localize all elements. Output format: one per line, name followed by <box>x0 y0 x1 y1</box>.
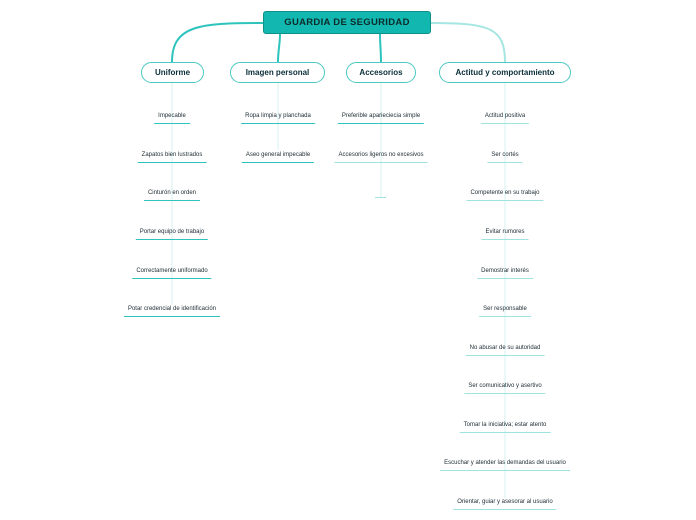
branch-accesorios[interactable]: Accesorios <box>346 62 416 83</box>
leaf-credencial[interactable]: Potar credencial de identificación <box>123 306 221 317</box>
leaf-apariencia-simple[interactable]: Preferible aparieciecia simple <box>337 113 425 124</box>
branch-imagen-personal[interactable]: Imagen personal <box>230 62 325 83</box>
leaf-evitar-rumores[interactable]: Evitar rumores <box>481 229 529 240</box>
leaf-tomar-iniciativa[interactable]: Tomar la iniciativa; estar atento <box>459 422 551 433</box>
leaf-impecable[interactable]: Impecable <box>154 113 190 124</box>
leaf-no-abusar-autoridad[interactable]: No abusar de su autoridad <box>465 345 545 356</box>
connector-root-accesorios <box>379 33 382 63</box>
leaf-comunicativo-asertivo[interactable]: Ser comunicativo y asertivo <box>464 383 546 394</box>
connector-root-imagen <box>277 33 281 63</box>
leaf-actitud-positiva[interactable]: Actitud positiva <box>480 113 530 124</box>
branch-uniforme[interactable]: Uniforme <box>141 62 204 83</box>
leaf-ser-cortes[interactable]: Ser cortés <box>487 152 523 163</box>
leaf-equipo-trabajo[interactable]: Portar equipo de trabajo <box>135 229 209 240</box>
root-node-title[interactable]: GUARDIA DE SEGURIDAD <box>263 11 431 34</box>
leaf-escuchar-atender[interactable]: Escuchar y atender las demandas del usua… <box>440 460 570 471</box>
leaf-demostrar-interes[interactable]: Demostrar interés <box>477 268 533 279</box>
leaf-accesorios-ligeros[interactable]: Accesorios ligeros no excesivos <box>334 152 428 163</box>
branch-actitud-comportamiento[interactable]: Actitud y comportamiento <box>439 62 571 83</box>
leaf-aseo-general[interactable]: Aseo general impecable <box>241 152 315 163</box>
connector-root-actitud <box>430 22 506 63</box>
leaf-cinturon[interactable]: Cinturón en orden <box>143 190 201 201</box>
leaf-zapatos-lustrados[interactable]: Zapatos bien lustrados <box>137 152 207 163</box>
leaf-empty-placeholder[interactable] <box>375 197 386 198</box>
leaf-uniformado[interactable]: Correctamente uniformado <box>132 268 212 279</box>
leaf-ropa-limpia[interactable]: Ropa limpia y planchada <box>241 113 315 124</box>
leaf-competente[interactable]: Competente en su trabajo <box>466 190 544 201</box>
leaf-ser-responsable[interactable]: Ser responsable <box>479 306 531 317</box>
connector-root-uniforme <box>171 22 264 63</box>
leaf-orientar-guiar[interactable]: Orientar, guiar y asesorar al usuario <box>453 499 557 510</box>
